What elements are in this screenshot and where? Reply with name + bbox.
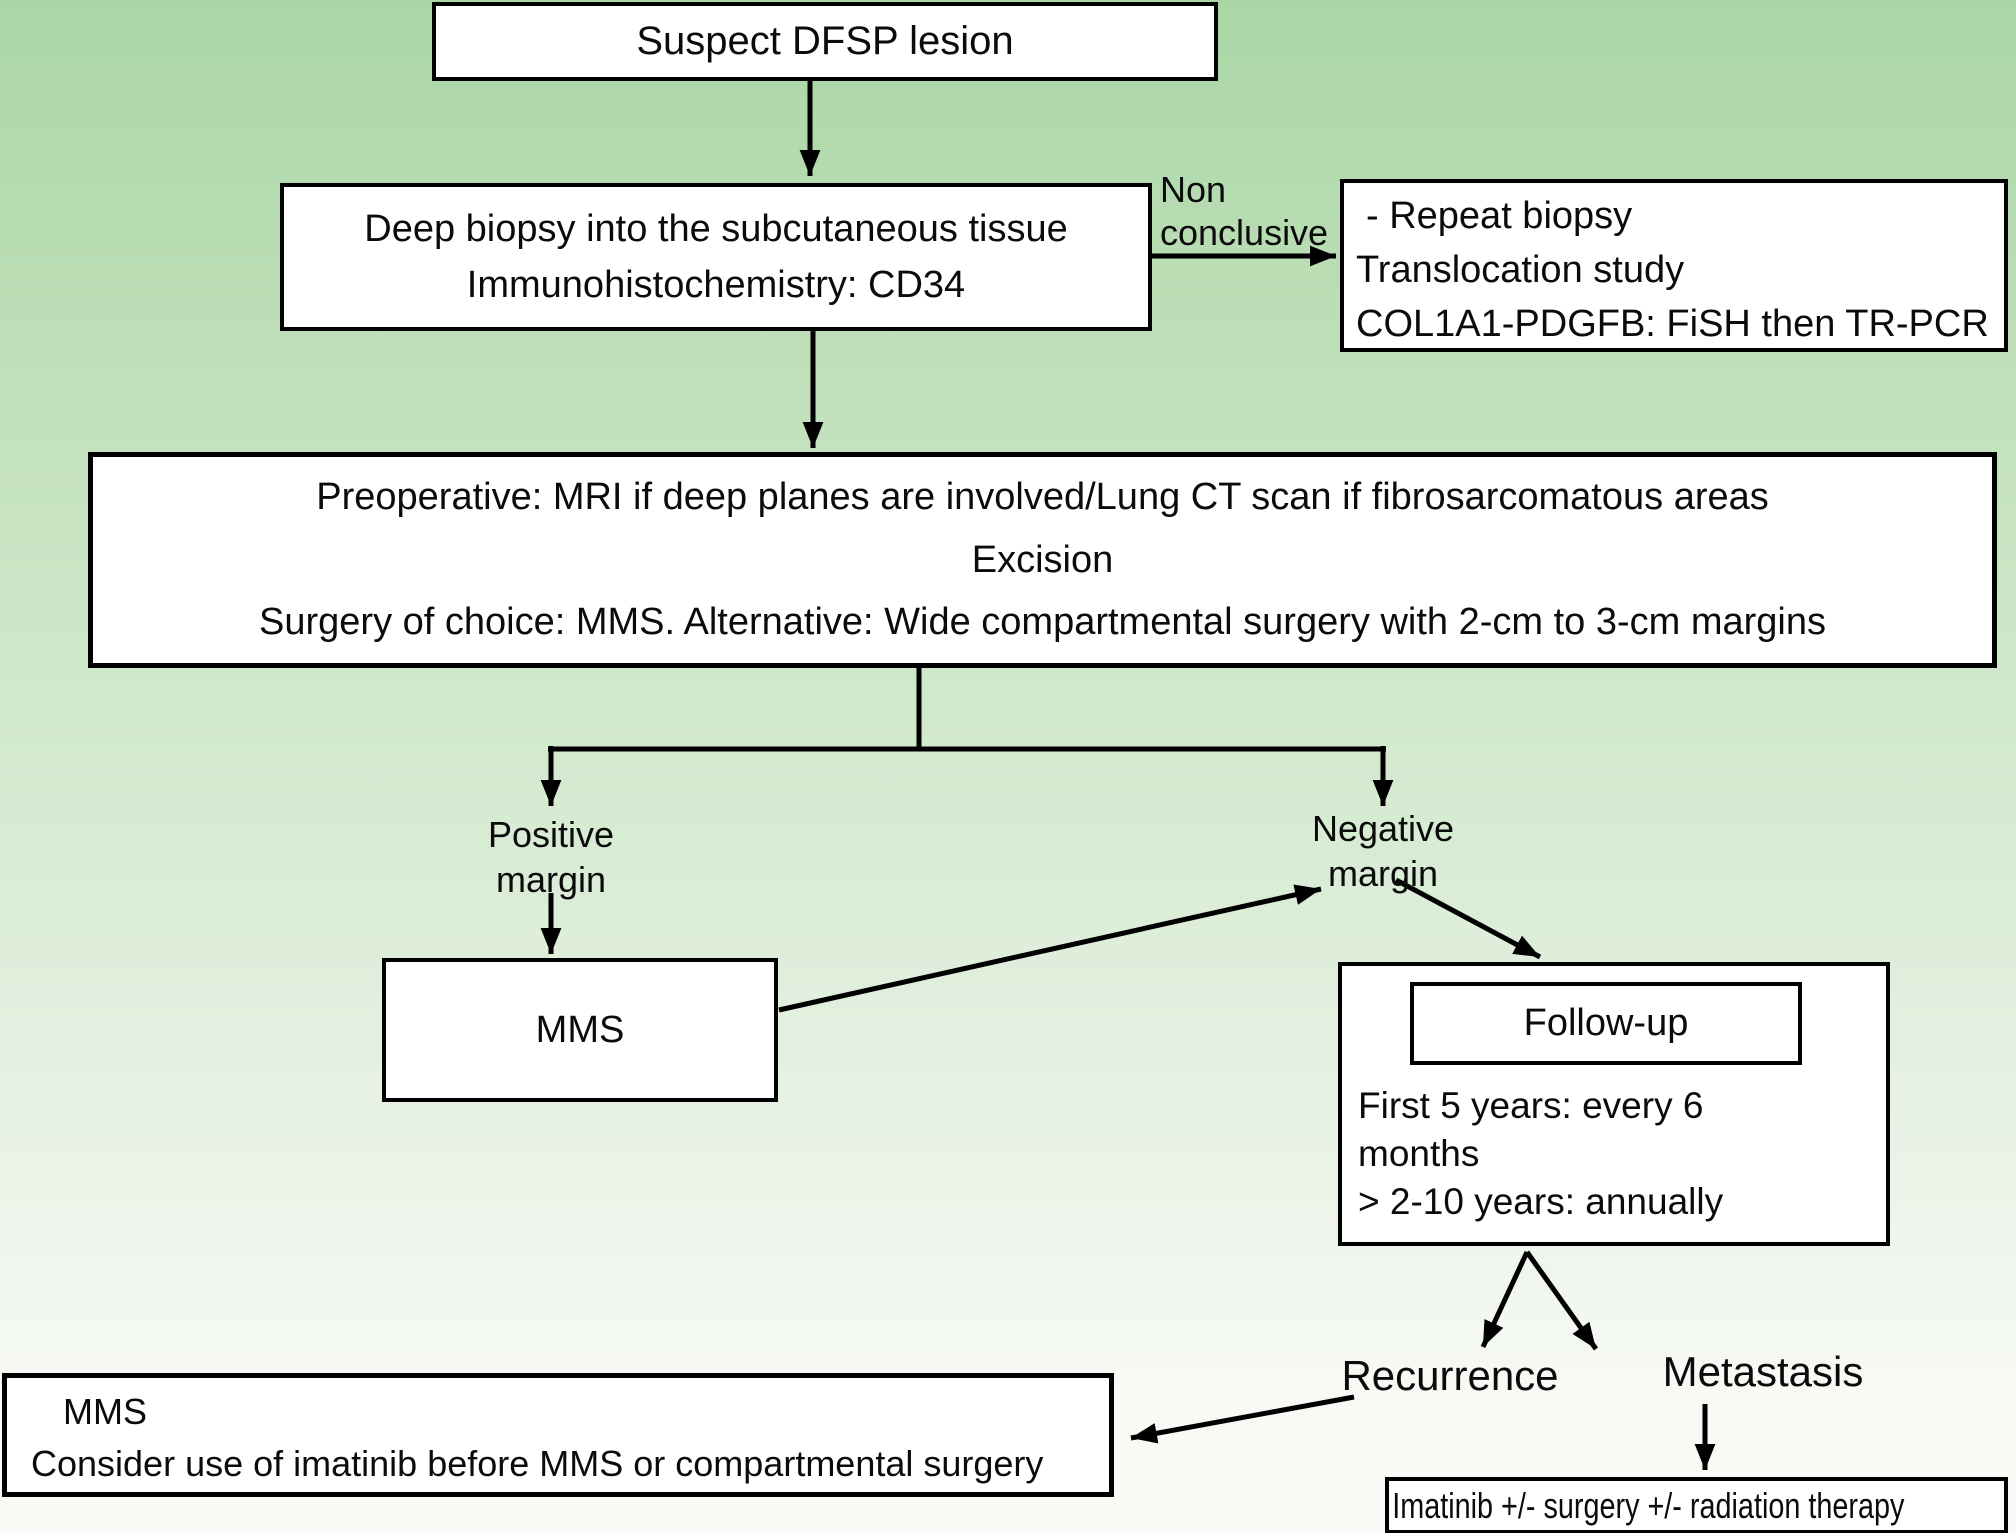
followup-title-text: Follow-up — [1523, 1002, 1689, 1044]
suspect-lesion-text: Suspect DFSP lesion — [636, 19, 1014, 63]
mms-imatinib-line2: Consider use of imatinib before MMS or c… — [31, 1443, 1044, 1484]
preop-line3: Surgery of choice: MMS. Alternative: Wid… — [259, 600, 1826, 643]
followup-box: Follow-up First 5 years: every 6 months … — [1338, 962, 1890, 1246]
followup-title-box: Follow-up — [1410, 982, 1802, 1065]
suspect-lesion-box: Suspect DFSP lesion — [432, 2, 1218, 81]
negative-margin-line2: margin — [1327, 853, 1439, 894]
followup-line3: > 2-10 years: annually — [1358, 1181, 1724, 1222]
recurrence-label: Recurrence — [1341, 1352, 1559, 1399]
followup-line1: First 5 years: every 6 — [1358, 1085, 1704, 1126]
positive-margin-line2: margin — [495, 859, 607, 900]
mms-imatinib-line1: MMS — [63, 1391, 147, 1432]
mms-box: MMS — [382, 958, 778, 1102]
preop-line2: Excision — [971, 538, 1114, 581]
negative-margin-line1: Negative — [1311, 808, 1455, 849]
arrow-followup-to-metastasis — [1524, 1250, 1599, 1351]
repeat-biopsy-box: - Repeat biopsy Translocation study COL1… — [1340, 179, 2008, 352]
deep-biopsy-line1: Deep biopsy into the subcutaneous tissue — [364, 208, 1068, 250]
mms-text: MMS — [535, 1008, 625, 1051]
arrow-followup-to-recurrence — [1480, 1250, 1530, 1349]
deep-biopsy-line2: Immunohistochemistry: CD34 — [466, 264, 966, 306]
imatinib-therapy-text: Imatinib +/- surgery +/- radiation thera… — [1392, 1484, 1905, 1526]
arrow-mms-to-negative — [778, 884, 1322, 1013]
repeat-biopsy-line2: Translocation study — [1356, 249, 1685, 291]
imatinib-therapy-box: Imatinib +/- surgery +/- radiation thera… — [1385, 1477, 2008, 1533]
preop-line1: Preoperative: MRI if deep planes are inv… — [316, 476, 1769, 519]
deep-biopsy-box: Deep biopsy into the subcutaneous tissue… — [280, 183, 1152, 331]
negative-margin-label: Negative margin — [1273, 806, 1493, 896]
positive-margin-line1: Positive — [487, 814, 615, 855]
arrow-recurrence-to-mms-imatinib — [1130, 1394, 1355, 1444]
followup-line2: months — [1358, 1133, 1480, 1174]
nonconclusive-line2: conclusive — [1160, 212, 1329, 253]
mms-imatinib-box: MMS Consider use of imatinib before MMS … — [2, 1373, 1114, 1497]
repeat-biopsy-line1: - Repeat biopsy — [1366, 195, 1633, 237]
followup-schedule: First 5 years: every 6 months > 2-10 yea… — [1358, 1082, 1723, 1226]
nonconclusive-label: Non conclusive — [1160, 168, 1340, 254]
nonconclusive-line1: Non — [1160, 169, 1227, 210]
repeat-biopsy-line3: COL1A1-PDGFB: FiSH then TR-PCR — [1356, 303, 1989, 345]
positive-margin-label: Positive margin — [441, 812, 661, 902]
arrow-negative-to-followup — [1394, 877, 1542, 960]
preop-excision-box: Preoperative: MRI if deep planes are inv… — [88, 452, 1997, 668]
metastasis-label: Metastasis — [1662, 1348, 1864, 1395]
